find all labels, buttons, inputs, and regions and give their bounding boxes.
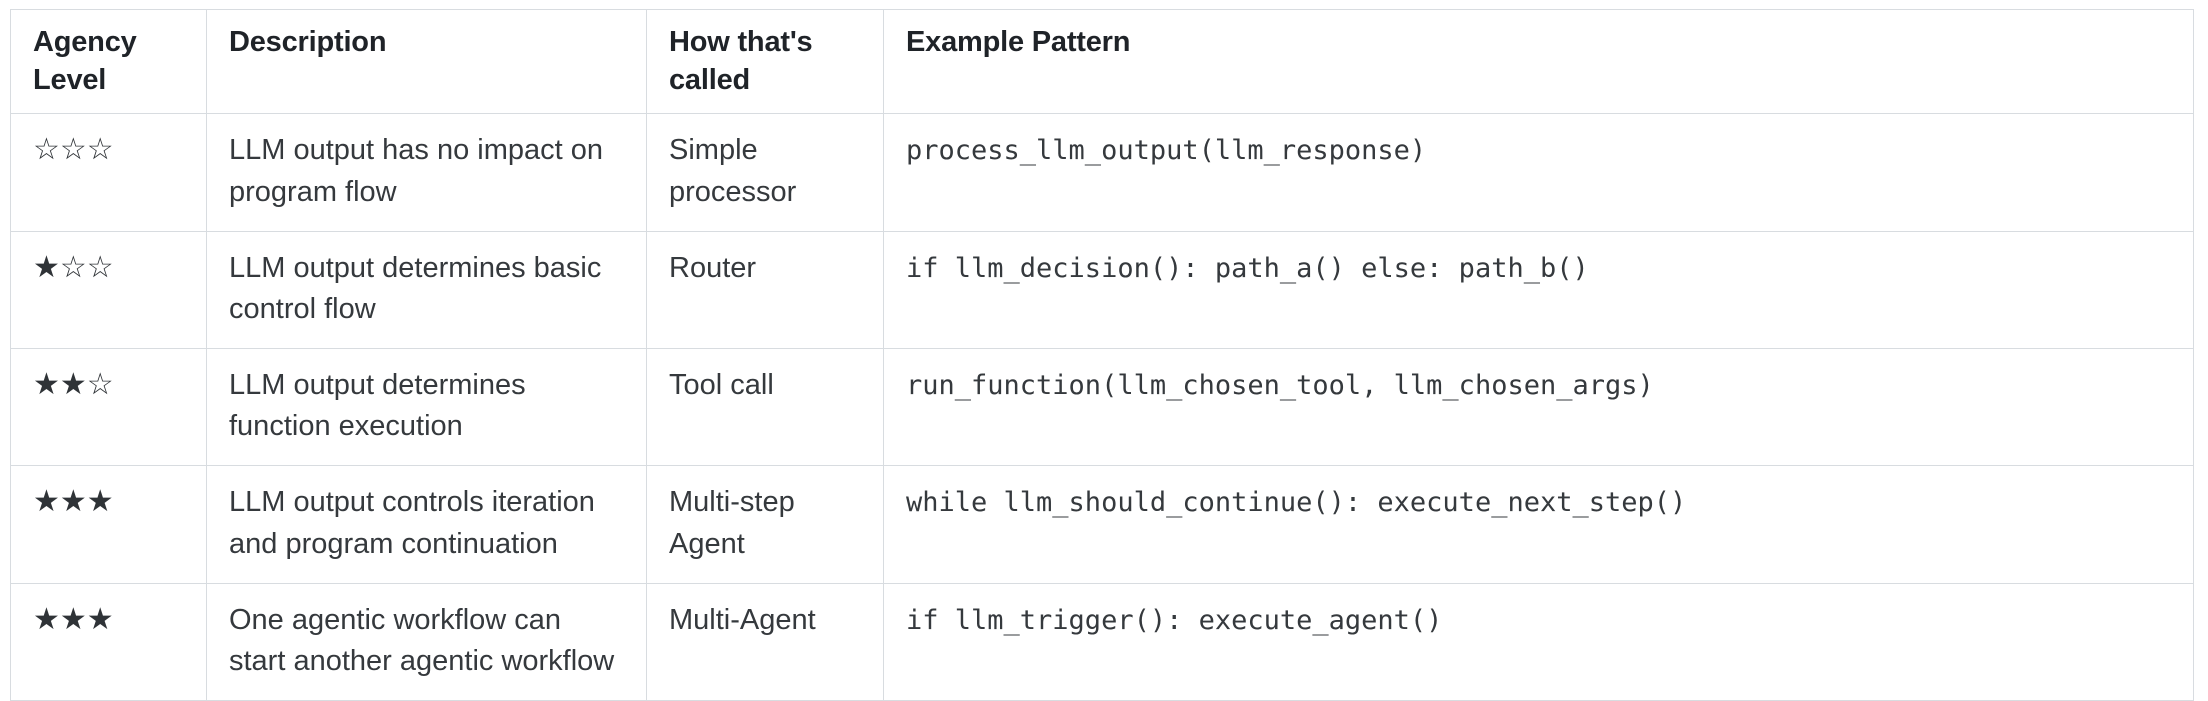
column-header-description: Description — [206, 8, 647, 115]
cell-agency-level: ★★★ — [10, 465, 207, 584]
star-rating-icon: ★☆☆ — [33, 249, 114, 285]
column-header-agency-level: Agency Level — [10, 8, 207, 115]
cell-agency-level: ★☆☆ — [10, 230, 207, 350]
column-header-example-pattern: Example Pattern — [883, 8, 2194, 115]
cell-example-pattern: if llm_trigger(): execute_agent() — [883, 582, 2194, 701]
table-row: ★★★ LLM output controls iteration and pr… — [10, 465, 2194, 584]
star-rating-icon: ★★☆ — [33, 367, 114, 403]
table-header-row: Agency Level Description How that's call… — [10, 8, 2194, 115]
table-row: ☆☆☆ LLM output has no impact on program … — [10, 113, 2194, 232]
table-header: Agency Level Description How that's call… — [10, 8, 2194, 115]
cell-description: LLM output determines basic control flow — [206, 230, 647, 350]
code-snippet: run_function(llm_chosen_tool, llm_chosen… — [906, 370, 1654, 402]
cell-description: One agentic workflow can start another a… — [206, 582, 647, 701]
star-rating-icon: ☆☆☆ — [33, 132, 114, 168]
code-snippet: while llm_should_continue(): execute_nex… — [906, 487, 1687, 519]
cell-agency-level: ★★★ — [10, 582, 207, 701]
cell-how-thats-called: Multi-step Agent — [646, 465, 884, 584]
table-row: ★☆☆ LLM output determines basic control … — [10, 230, 2194, 350]
agency-level-table: Agency Level Description How that's call… — [10, 8, 2194, 701]
cell-agency-level: ☆☆☆ — [10, 113, 207, 232]
cell-how-thats-called: Tool call — [646, 348, 884, 467]
agency-level-table-wrapper: Agency Level Description How that's call… — [10, 8, 2194, 701]
code-snippet: if llm_trigger(): execute_agent() — [906, 604, 1443, 636]
table-row: ★★★ One agentic workflow can start anoth… — [10, 582, 2194, 701]
star-rating-icon: ★★★ — [33, 484, 114, 520]
cell-how-thats-called: Multi-Agent — [646, 582, 884, 701]
table-body: ☆☆☆ LLM output has no impact on program … — [10, 113, 2194, 701]
code-snippet: if llm_decision(): path_a() else: path_b… — [906, 252, 1589, 284]
cell-description: LLM output determines function execution — [206, 348, 647, 467]
code-snippet: process_llm_output(llm_response) — [906, 135, 1427, 167]
cell-example-pattern: process_llm_output(llm_response) — [883, 113, 2194, 232]
cell-agency-level: ★★☆ — [10, 348, 207, 467]
cell-how-thats-called: Simple processor — [646, 113, 884, 232]
cell-example-pattern: while llm_should_continue(): execute_nex… — [883, 465, 2194, 584]
column-header-how-thats-called: How that's called — [646, 8, 884, 115]
cell-how-thats-called: Router — [646, 230, 884, 350]
cell-description: LLM output has no impact on program flow — [206, 113, 647, 232]
table-row: ★★☆ LLM output determines function execu… — [10, 348, 2194, 467]
cell-example-pattern: if llm_decision(): path_a() else: path_b… — [883, 230, 2194, 350]
star-rating-icon: ★★★ — [33, 601, 114, 637]
cell-description: LLM output controls iteration and progra… — [206, 465, 647, 584]
cell-example-pattern: run_function(llm_chosen_tool, llm_chosen… — [883, 348, 2194, 467]
